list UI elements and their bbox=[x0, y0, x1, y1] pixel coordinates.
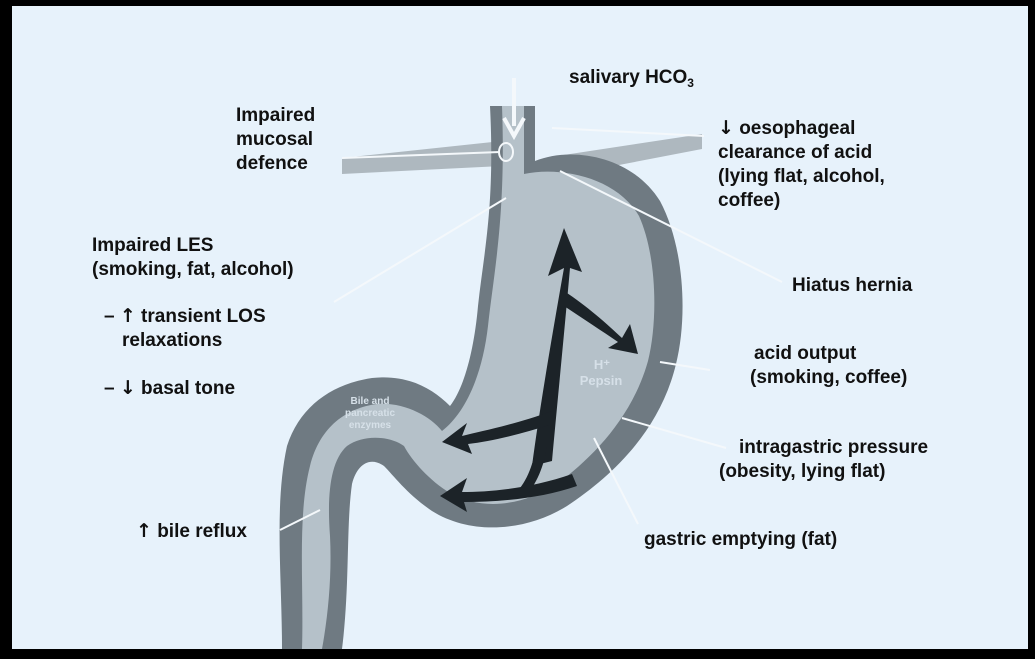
oesophageal-clearance-label: ↓ oesophageal clearance of acid (lying f… bbox=[718, 116, 885, 213]
salivary-label: salivary HCO3 bbox=[569, 66, 694, 95]
pointer-les bbox=[334, 198, 506, 302]
acid-output-label: acid output (smoking, coffee) bbox=[750, 342, 907, 390]
pepsin-label: Pepsin bbox=[566, 374, 636, 388]
gastric-emptying-label: gastric emptying (fat) bbox=[644, 528, 837, 552]
bile-enzymes-label: Bile and pancreatic enzymes bbox=[330, 396, 410, 432]
up-arrow-icon: ↑ bbox=[120, 305, 136, 327]
intragastric-pressure-label: intragastric pressure (obesity, lying fl… bbox=[719, 436, 928, 484]
up-arrow-icon: ↑ bbox=[136, 520, 152, 542]
impaired-les-label: Impaired LES (smoking, fat, alcohol) bbox=[92, 234, 294, 282]
basal-tone-label: – ↓ basal tone bbox=[104, 376, 235, 401]
hiatus-hernia-label: Hiatus hernia bbox=[792, 274, 912, 298]
transient-los-label: – ↑ transient LOS relaxations bbox=[104, 304, 266, 353]
bile-reflux-label: ↑ bile reflux bbox=[136, 519, 247, 544]
down-arrow-icon: ↓ bbox=[120, 377, 136, 399]
down-arrow-icon: ↓ bbox=[718, 117, 734, 139]
mucosal-defence-label: Impaired mucosal defence bbox=[236, 104, 315, 176]
hplus-label: H⁺ bbox=[572, 358, 632, 372]
pointer-clearance bbox=[552, 128, 704, 136]
